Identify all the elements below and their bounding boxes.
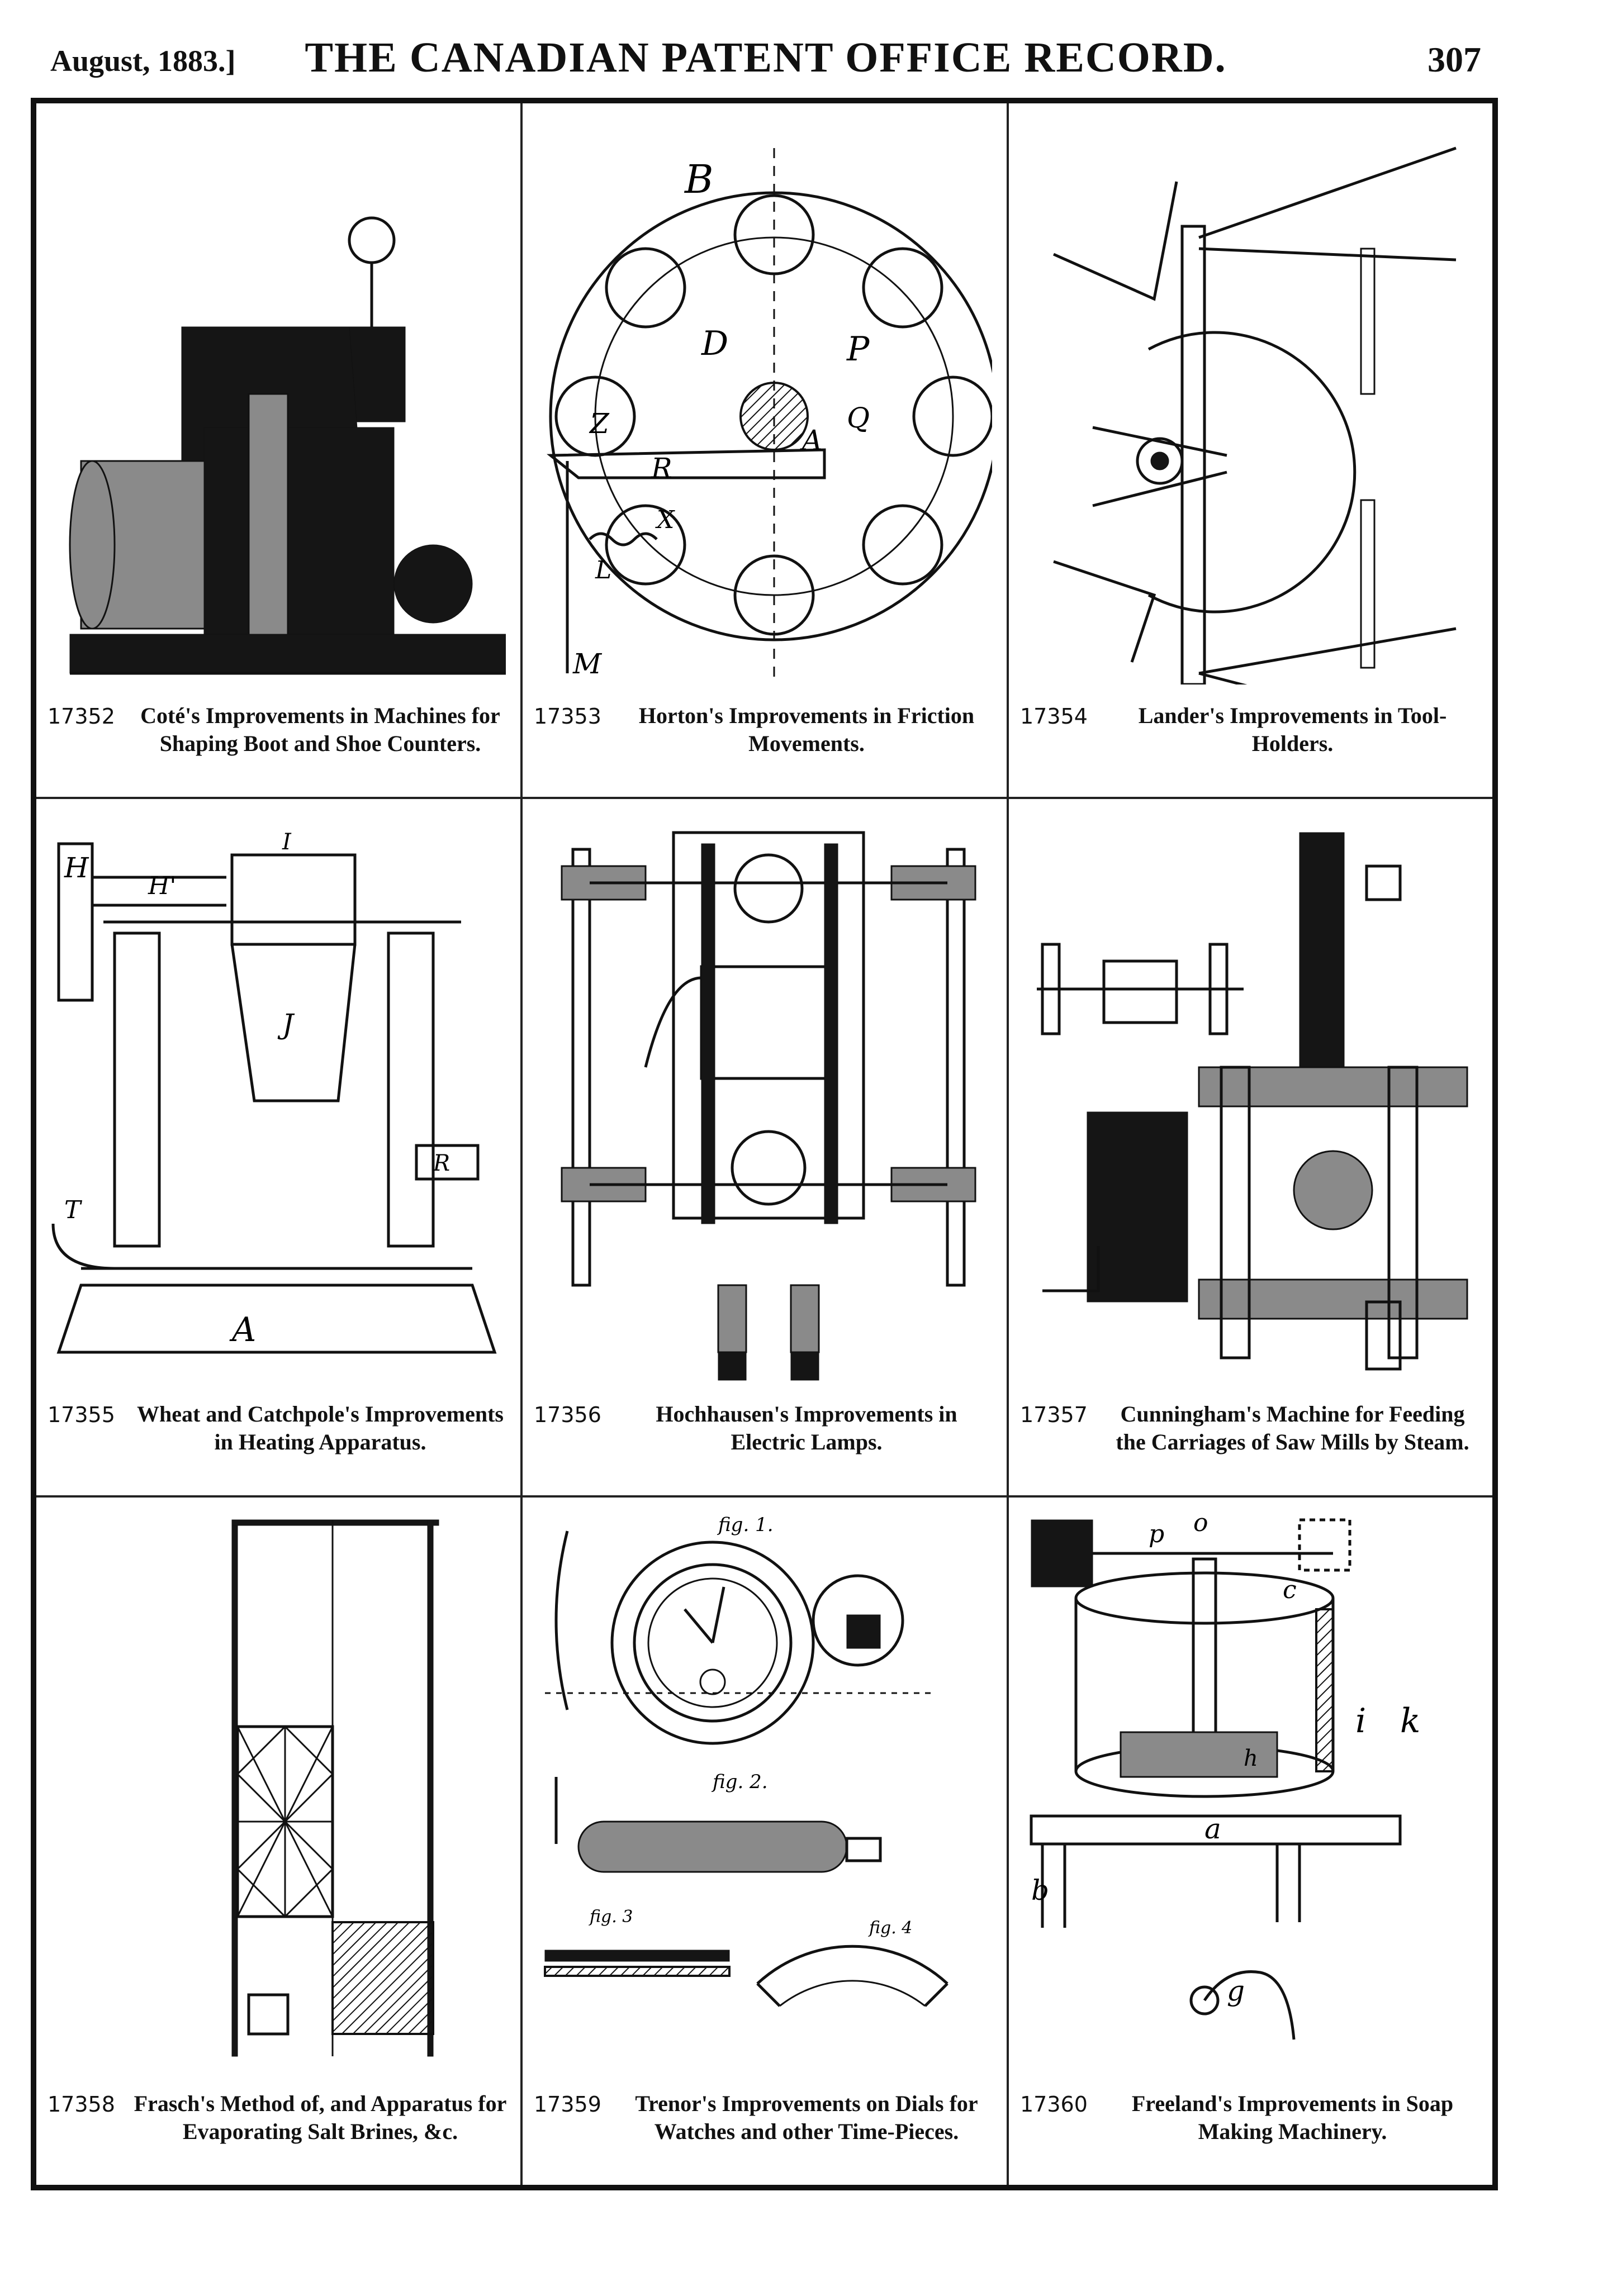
label-P: P xyxy=(846,330,870,369)
label-k: k xyxy=(1400,1701,1420,1741)
patent-cell-17356: 17356 Hochhausen's Improvements in Elect… xyxy=(523,799,1009,1498)
label-M: M xyxy=(572,648,603,680)
label-T: T xyxy=(64,1196,83,1224)
figure-watch-dials: fig. 1. fig. 2. fig. 3 fig. 4 xyxy=(544,1514,948,2007)
figure-saw-mill-feed xyxy=(1037,832,1468,1371)
patent-cell-17354: 17354 Lander's Improvements in Tool-Hold… xyxy=(1009,103,1492,799)
label-H: H xyxy=(64,852,89,884)
label-D: D xyxy=(701,324,728,363)
label-A: A xyxy=(800,424,822,457)
patent-title: Hochhausen's Improvements in Electric La… xyxy=(656,1401,957,1454)
label-R: R xyxy=(651,452,672,484)
figure-tool-holder xyxy=(1052,146,1457,684)
patent-number: 17358 xyxy=(48,2092,115,2117)
patent-cell-17359: fig. 1. fig. 2. fig. 3 fig. 4 173 xyxy=(523,1498,1009,2185)
label-X: X xyxy=(655,506,675,534)
label-a: a xyxy=(1204,1813,1221,1845)
header-date: August, 1883.] xyxy=(50,44,236,78)
patent-caption-17357: 17357 Cunningham's Machine for Feeding t… xyxy=(1020,1400,1481,1484)
patent-cell-17353: B D P Z R A Q X L M 17353 Horton's Impro… xyxy=(523,103,1009,799)
patent-cell-17360: p o c i k h a b g 17360 Freeland xyxy=(1009,1498,1492,2185)
patent-cell-17355: H H' I J A R T 17355 Wheat and Catchpole… xyxy=(36,799,523,1498)
patent-title: Wheat and Catchpole's Improvements in He… xyxy=(137,1401,504,1454)
patent-number: 17359 xyxy=(534,2092,601,2117)
patent-caption-17360: 17360 Freeland's Improvements in Soap Ma… xyxy=(1020,2090,1481,2174)
patent-cell-17352: 17352 Coté's Improvements in Machines fo… xyxy=(36,103,523,799)
patent-number: 17360 xyxy=(1020,2092,1088,2117)
patent-title: Freeland's Improvements in Soap Making M… xyxy=(1131,2091,1454,2144)
label-o: o xyxy=(1193,1509,1208,1537)
page-number: 307 xyxy=(1427,40,1481,79)
label-i: i xyxy=(1355,1701,1366,1741)
label-c: c xyxy=(1283,1576,1297,1604)
figure-shoe-counter-machine xyxy=(69,216,506,675)
header-title: THE CANADIAN PATENT OFFICE RECORD. xyxy=(305,34,1227,81)
fig4-label: fig. 4 xyxy=(868,1918,912,1938)
figure-salt-brine-evaporator xyxy=(231,1519,439,2057)
patent-number: 17356 xyxy=(534,1403,601,1427)
label-A: A xyxy=(229,1310,256,1349)
patent-number: 17357 xyxy=(1020,1403,1088,1427)
patent-caption-17354: 17354 Lander's Improvements in Tool-Hold… xyxy=(1020,702,1481,786)
patent-title: Horton's Improvements in Friction Moveme… xyxy=(638,703,975,756)
label-b: b xyxy=(1031,1874,1049,1907)
patent-cell-17358: 17358 Frasch's Method of, and Apparatus … xyxy=(36,1498,523,2185)
figure-heating-apparatus: H H' I J A R T xyxy=(51,829,497,1354)
label-p: p xyxy=(1149,1520,1164,1548)
label-H-prime: H' xyxy=(148,872,176,900)
patent-plate: 17352 Coté's Improvements in Machines fo… xyxy=(31,98,1498,2190)
patent-number: 17355 xyxy=(48,1403,115,1427)
label-J: J xyxy=(277,1008,295,1040)
fig2-label: fig. 2. xyxy=(711,1771,768,1793)
patent-title: Cunningham's Machine for Feeding the Car… xyxy=(1116,1401,1469,1454)
patent-caption-17359: 17359 Trenor's Improvements on Dials for… xyxy=(534,2090,995,2174)
patent-number: 17354 xyxy=(1020,704,1088,729)
patent-title: Coté's Improvements in Machines for Shap… xyxy=(140,703,500,756)
patent-caption-17358: 17358 Frasch's Method of, and Apparatus … xyxy=(48,2090,509,2174)
label-Q: Q xyxy=(847,402,870,434)
fig3-label: fig. 3 xyxy=(589,1907,633,1927)
patent-cell-17357: 17357 Cunningham's Machine for Feeding t… xyxy=(1009,799,1492,1498)
label-R: R xyxy=(433,1151,450,1176)
fig1-label: fig. 1. xyxy=(717,1514,774,1536)
patent-caption-17352: 17352 Coté's Improvements in Machines fo… xyxy=(48,702,509,786)
figure-electric-lamp xyxy=(561,831,976,1381)
patent-title: Frasch's Method of, and Apparatus for Ev… xyxy=(134,2091,507,2144)
page-header: August, 1883.] THE CANADIAN PATENT OFFIC… xyxy=(50,34,1481,95)
patent-caption-17356: 17356 Hochhausen's Improvements in Elect… xyxy=(534,1400,995,1484)
patent-number: 17353 xyxy=(534,704,601,729)
patent-title: Lander's Improvements in Tool-Holders. xyxy=(1138,703,1447,756)
label-h: h xyxy=(1244,1746,1258,1771)
label-L: L xyxy=(595,556,611,584)
label-Z: Z xyxy=(589,407,610,440)
label-B: B xyxy=(684,156,713,202)
patent-number: 17352 xyxy=(48,704,115,729)
figure-soap-machinery: p o c i k h a b g xyxy=(1030,1509,1420,2040)
patent-caption-17353: 17353 Horton's Improvements in Friction … xyxy=(534,702,995,786)
label-I: I xyxy=(282,829,292,855)
patent-title: Trenor's Improvements on Dials for Watch… xyxy=(635,2091,978,2144)
figure-friction-movement: B D P Z R A Q X L M xyxy=(547,148,992,680)
patent-caption-17355: 17355 Wheat and Catchpole's Improvements… xyxy=(48,1400,509,1484)
label-g: g xyxy=(1227,1975,1245,2007)
